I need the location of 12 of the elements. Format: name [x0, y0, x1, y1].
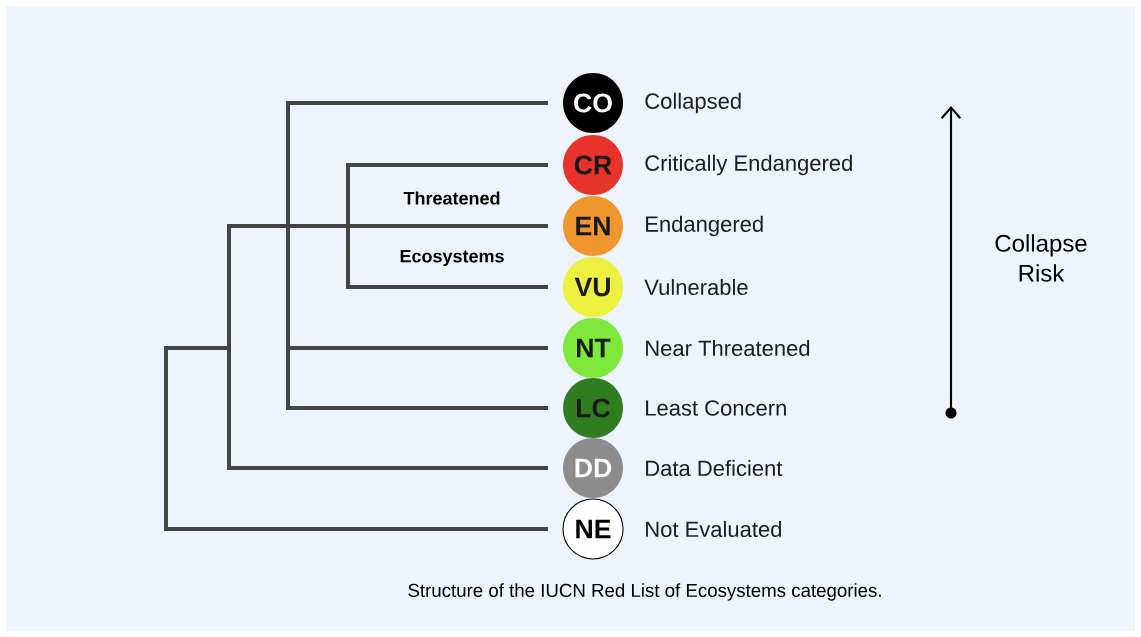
category-label: Data Deficient: [646, 459, 783, 477]
category-label: Not Evaluated: [646, 520, 781, 538]
category-label: Least Concern: [646, 400, 786, 416]
group-label: Ecosystems: [400, 249, 504, 267]
caption: Structure of the IUCN Red List of Ecosystems categories.: [408, 583, 881, 601]
category-label: Near Threatened: [646, 339, 810, 357]
group-label: Collapse Risk: [995, 234, 1087, 282]
group-label: Threatened: [403, 191, 500, 205]
category-label: Endangered: [646, 215, 763, 237]
category-label: Vulnerable: [644, 278, 748, 296]
category-label: Collapsed: [645, 92, 741, 114]
category-label: Critically Endangered: [645, 154, 852, 176]
